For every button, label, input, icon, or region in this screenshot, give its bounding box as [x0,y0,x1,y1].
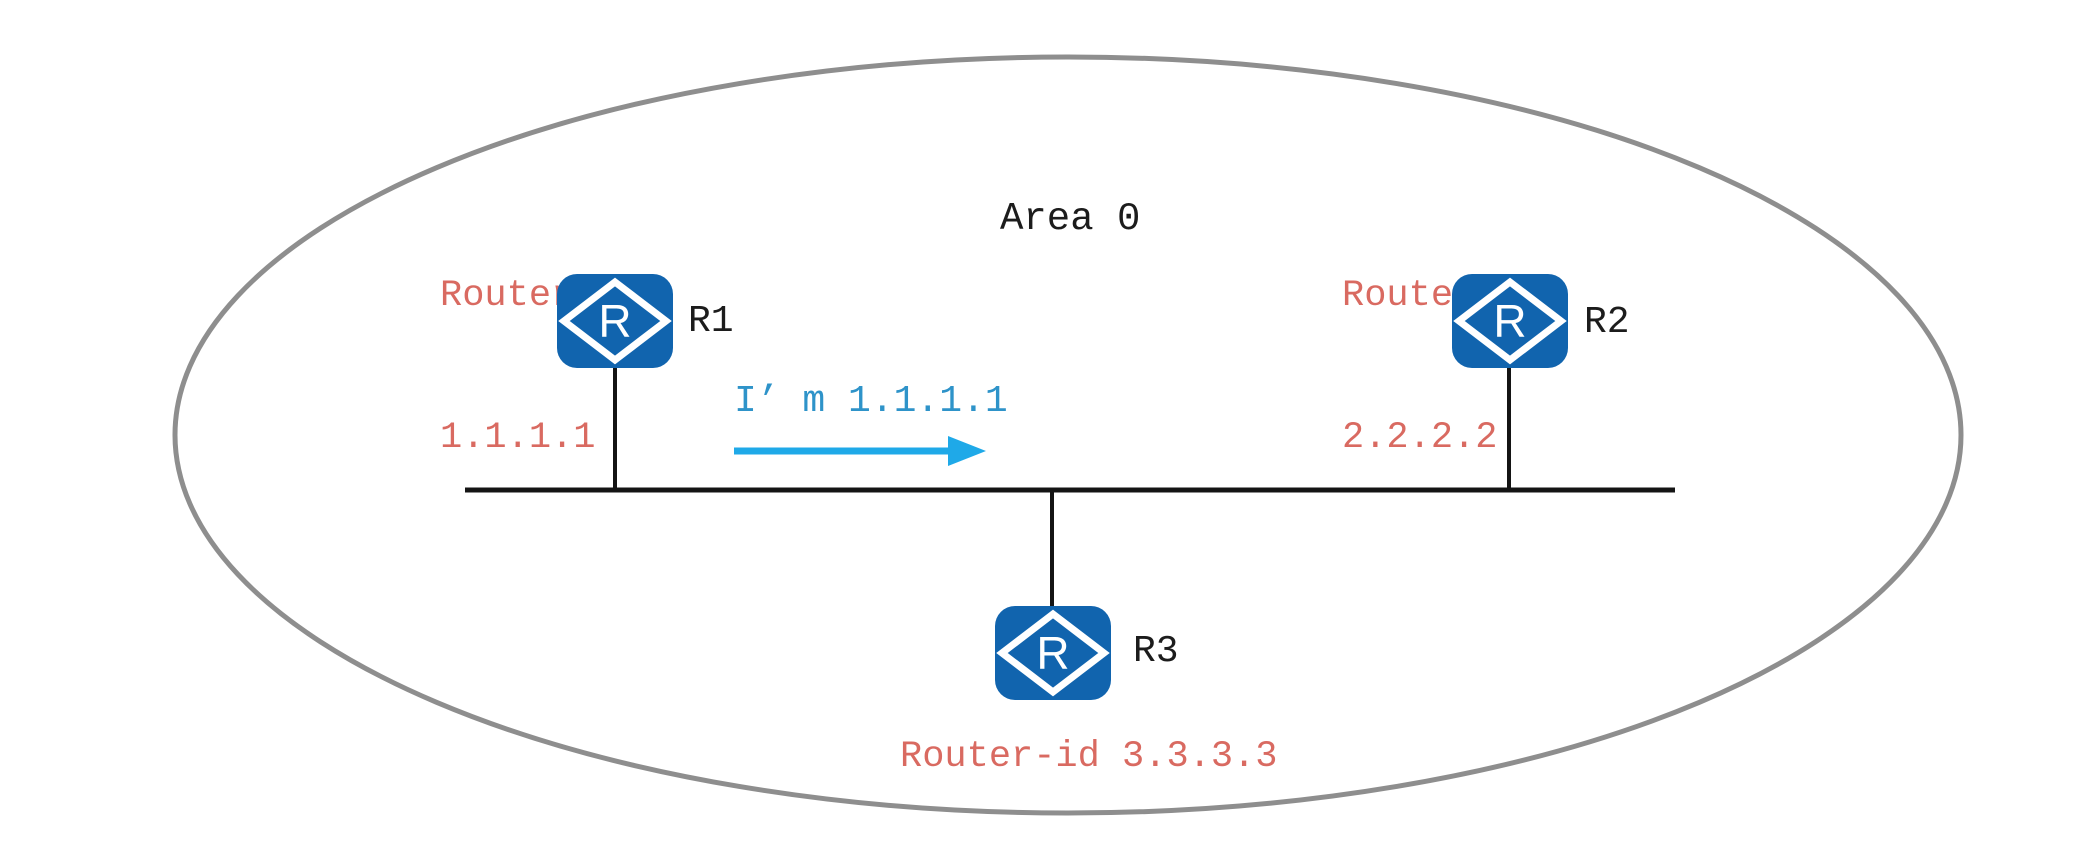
hello-arrow-head [948,436,986,466]
router-icon-letter: R [1036,627,1069,679]
router-icon-body [1452,274,1568,368]
router-id-label-r2: Router-id 2.2.2.2 [1342,188,1542,559]
router-name-r3: R3 [1133,630,1179,673]
area-label: Area 0 [1000,197,1141,241]
hello-message-text: I’ m 1.1.1.1 [734,380,1008,423]
router-id-label-r1: Router-id 1.1.1.1 [440,188,640,559]
router-icon-diamond [996,609,1110,697]
router-icon-r2: R [1452,274,1568,368]
router-id-value-r2: 2.2.2.2 [1342,417,1498,460]
router-id-label-r3: Router-id 3.3.3.3 [900,736,1278,778]
router-icon-letter: R [598,295,631,347]
router-icon-body [995,606,1111,700]
router-icon-r1: R [557,274,673,368]
router-icon-diamond [1453,277,1567,365]
router-name-r1: R1 [688,300,734,343]
router-id-value-r1: 1.1.1.1 [440,417,596,460]
router-icon-r3: R [995,606,1111,700]
router-icon-body [557,274,673,368]
router-icon-letter: R [1493,295,1526,347]
router-name-r2: R2 [1584,301,1630,344]
area-boundary-ellipse [172,54,1964,816]
hello-arrow [734,436,986,466]
router-icon-diamond [558,277,672,365]
